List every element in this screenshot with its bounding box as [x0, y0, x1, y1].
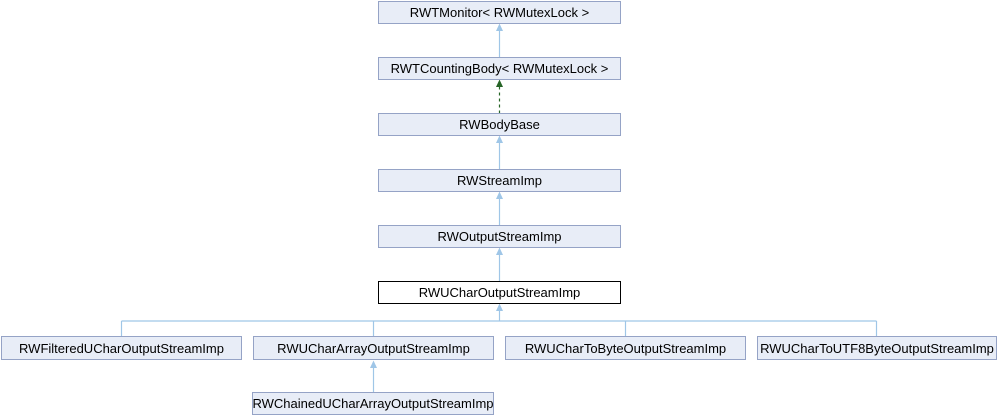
node-rwtcountingbody[interactable]: RWTCountingBody< RWMutexLock > [378, 57, 621, 80]
node-rwbodybase[interactable]: RWBodyBase [378, 113, 621, 136]
edge-rwstreamimp-to-rwbodybase [496, 135, 503, 169]
edge-rwtcountingbody-to-rwtmonitor [496, 23, 503, 57]
node-rwuchartobyteoutputstreamimp[interactable]: RWUCharToByteOutputStreamImp [505, 336, 746, 360]
edge-rwoutputstreamimp-to-rwstreamimp [496, 191, 503, 225]
edge-rwchained-to-rwuchararray [370, 360, 377, 392]
node-rwoutputstreamimp[interactable]: RWOutputStreamImp [378, 225, 621, 248]
edge-rwbodybase-to-rwtcountingbody [496, 79, 503, 113]
edge-children-to-rwucharoutputstreamimp [120, 303, 878, 336]
node-rwchaineduchararrayoutputstreamimp[interactable]: RWChainedUCharArrayOutputStreamImp [252, 392, 494, 415]
node-rwuchararrayoutputstreamimp[interactable]: RWUCharArrayOutputStreamImp [253, 336, 494, 360]
node-rwtmonitor[interactable]: RWTMonitor< RWMutexLock > [378, 1, 621, 24]
edge-rwucharoutputstreamimp-to-rwoutputstreamimp [496, 247, 503, 281]
node-rwfiltereducharoutputstreamimp[interactable]: RWFilteredUCharOutputStreamImp [1, 336, 242, 360]
node-rwucharoutputstreamimp-current: RWUCharOutputStreamImp [378, 281, 621, 304]
node-rwuchartoutf8byteoutputstreamimp[interactable]: RWUCharToUTF8ByteOutputStreamImp [757, 336, 997, 360]
node-rwstreamimp[interactable]: RWStreamImp [378, 169, 621, 192]
